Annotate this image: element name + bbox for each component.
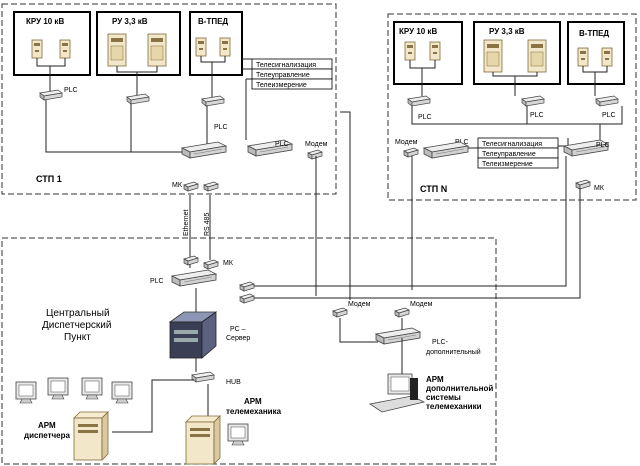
stp1-tele-box-3 — [251, 78, 333, 90]
stpn-region — [387, 13, 637, 201]
arm-tele-monitor — [227, 423, 249, 446]
stp1-kru-panel — [13, 11, 91, 76]
stp1-plc-kru-label: PLC — [64, 87, 78, 94]
stpn-tele-plc — [423, 141, 469, 159]
stp1-kru-label: КРУ 10 кВ — [26, 17, 64, 26]
ethernet-label: Ethernet — [183, 209, 190, 236]
arm-add-label-1: АРМ — [426, 375, 444, 384]
rs485-label: RS 485 — [204, 213, 211, 236]
server-label-2: Сервер — [226, 335, 250, 342]
stp1-plc-vtped-label: PLC — [214, 124, 228, 131]
arm-add-workstation — [368, 373, 426, 413]
stp1-ru-cabinet-1 — [107, 33, 127, 67]
stp1-vtped-cabinet-2 — [219, 37, 231, 57]
stp1-region — [1, 3, 337, 195]
center-main-plc — [171, 269, 217, 287]
center-modem2-label: Модем — [410, 301, 433, 308]
stpn-modem-label: Модем — [395, 139, 418, 146]
pc-server — [168, 311, 218, 359]
center-modem-a — [239, 281, 255, 292]
stpn-ru-label: РУ 3,3 кВ — [489, 27, 525, 36]
stpn-vtped-cabinet-2 — [601, 47, 613, 67]
arm-disp-monitor-4 — [111, 381, 133, 404]
stp1-ru-cabinet-2 — [147, 33, 167, 67]
center-modem-1 — [332, 307, 348, 318]
arm-add-label-2: дополнительной — [426, 384, 493, 393]
stp1-tele-meas: Телеизмерение — [256, 82, 307, 89]
stpn-mk — [575, 179, 591, 190]
stpn-kru-cabinet-2 — [429, 41, 441, 61]
stpn-tele-ctrl: Телеуправление — [482, 151, 536, 158]
stpn-title: СТП N — [420, 184, 447, 194]
arm-disp-monitor-2 — [47, 377, 69, 400]
stpn-modem — [403, 147, 419, 158]
stp1-kru-cabinet-1 — [31, 39, 43, 59]
stpn-main-plc-label: PLC — [596, 142, 610, 149]
stpn-tele-meas: Телеизмерение — [482, 161, 533, 168]
center-title-1: Центральный — [46, 308, 110, 319]
stp1-plc-vtped — [201, 95, 225, 107]
center-title-3: Пункт — [64, 332, 91, 343]
stpn-mk-label: МК — [594, 185, 605, 192]
stp1-mk-label: МК — [172, 182, 183, 189]
stp1-tele-ctrl: Телеуправление — [256, 72, 310, 79]
arm-add-label-4: телемеханики — [426, 402, 482, 411]
stp1-kru-cabinet-2 — [59, 39, 71, 59]
stpn-plc-vtped-label: PLC — [602, 112, 616, 119]
stp1-mk-2 — [203, 181, 219, 192]
stpn-kru-label: КРУ 10 кВ — [399, 27, 437, 36]
stp1-plc-ru — [126, 93, 150, 105]
arm-disp-label-2: диспетчера — [24, 431, 71, 440]
stp1-modem-label: Модем — [305, 141, 328, 148]
stpn-plc-kru-label: PLC — [418, 114, 432, 121]
stpn-plc-ru-label: PLC — [530, 112, 544, 119]
center-modem1-label: Модем — [348, 301, 371, 308]
stp1-tele-sign: Телесигнализация — [256, 62, 316, 69]
stp1-plc-kru — [39, 89, 63, 101]
stp1-mk-1 — [183, 181, 199, 192]
stpn-plc-vtped — [595, 95, 619, 107]
arm-disp-monitor-3 — [81, 377, 103, 400]
center-hub — [191, 371, 215, 383]
arm-disp-label-1: АРМ — [38, 421, 56, 430]
center-plc-add-1: PLC- — [432, 339, 449, 346]
arm-tele-label-1: АРМ — [244, 397, 262, 406]
stp1-modem — [307, 149, 323, 160]
stpn-vtped-cabinet-1 — [577, 47, 589, 67]
arm-disp-monitor-1 — [15, 381, 37, 404]
server-label-1: PC – — [230, 326, 246, 333]
stpn-ru-cabinet-1 — [483, 39, 503, 73]
stp1-vtped-cabinet-1 — [195, 37, 207, 57]
center-modem-b — [239, 293, 255, 304]
center-plc-label: PLC — [150, 278, 164, 285]
stpn-ru-cabinet-2 — [527, 39, 547, 73]
stpn-plc-ru — [521, 95, 545, 107]
hub-label: HUB — [226, 379, 241, 386]
stp1-vtped-label: В-ТПЕД — [198, 17, 228, 26]
stpn-kru-cabinet-1 — [404, 41, 416, 61]
stp1-tele-plc-label: PLC — [275, 141, 289, 148]
stp1-main-plc — [181, 141, 227, 159]
arm-disp-tower — [73, 411, 109, 461]
center-region — [1, 237, 497, 465]
stpn-vtped-label: В-ТПЕД — [579, 29, 609, 38]
center-mk-2 — [203, 259, 219, 270]
stp1-ru-label: РУ 3,3 кВ — [112, 17, 148, 26]
center-title-2: Диспетчерский — [42, 320, 111, 331]
arm-tele-label-2: телемеханика — [226, 407, 282, 416]
center-mk-1 — [183, 255, 199, 266]
stpn-vtped-panel — [567, 21, 625, 85]
stp1-title: СТП 1 — [36, 174, 62, 184]
stpn-plc-kru — [407, 95, 431, 107]
center-modem-2 — [394, 307, 410, 318]
stpn-kru-panel — [393, 21, 463, 85]
center-plc-add-2: дополнительный — [426, 348, 481, 356]
center-mk-label: МК — [223, 260, 234, 267]
stpn-tele-box-3 — [477, 157, 559, 169]
stpn-tele-sign: Телесигнализация — [482, 141, 542, 148]
center-plc-additional — [375, 327, 421, 345]
arm-tele-tower — [185, 415, 221, 465]
arm-add-label-3: системы — [426, 393, 461, 402]
